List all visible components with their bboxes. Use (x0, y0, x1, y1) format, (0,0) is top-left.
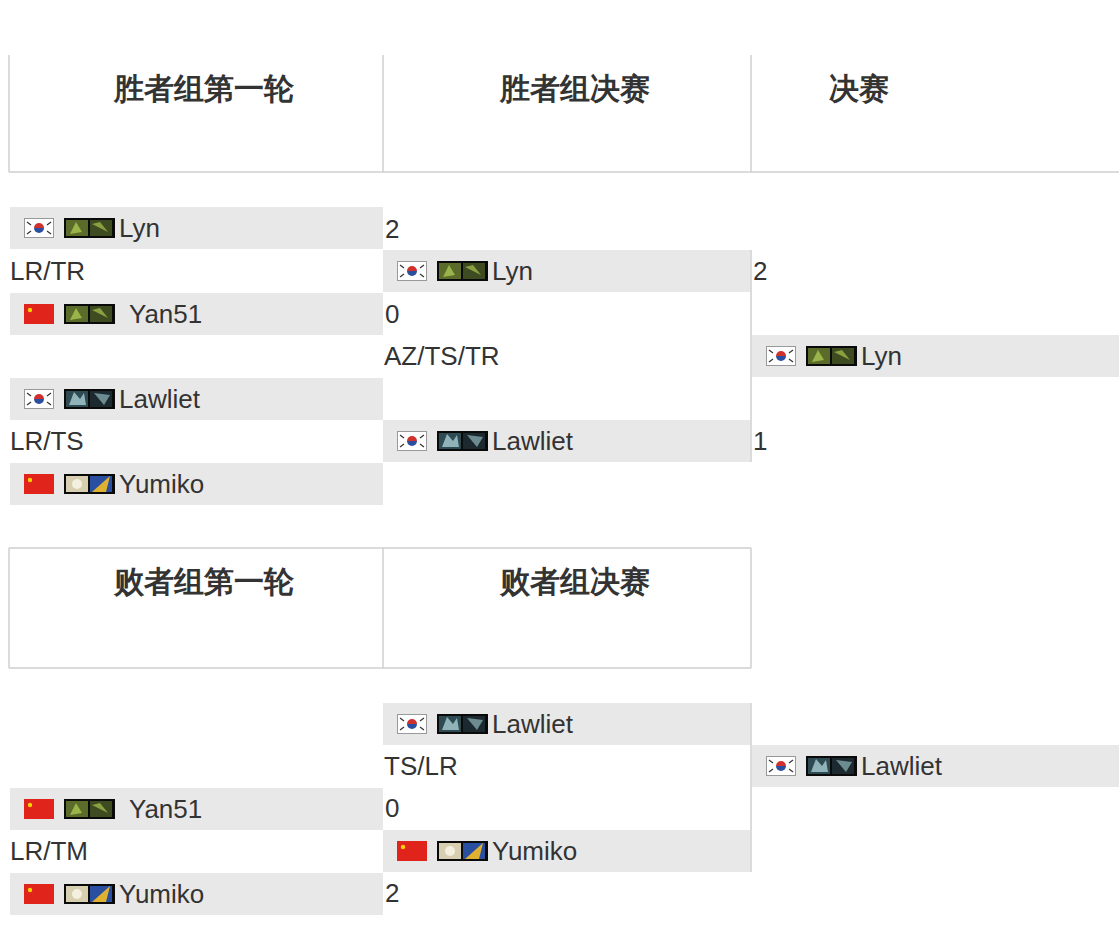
round-header: 胜者组决赛 (383, 55, 767, 172)
round-header: 败者组决赛 (383, 548, 767, 668)
china-flag (24, 304, 54, 324)
player-slot: Lyn (10, 207, 383, 249)
score: 0 (385, 301, 399, 327)
china-flag (397, 841, 427, 861)
china-flag (24, 799, 54, 819)
player-name: Yan51 (129, 794, 202, 825)
player-slot: Yan51 (10, 293, 383, 335)
player-slot: Yumiko (383, 830, 750, 872)
china-flag (24, 884, 54, 904)
race-icon (437, 714, 488, 734)
player-name: Lyn (492, 256, 533, 287)
score: 1 (753, 428, 767, 454)
player-name: Yumiko (119, 469, 204, 500)
race-icon (64, 799, 115, 819)
round-title: 胜者组决赛 (383, 69, 767, 110)
korea-flag (24, 218, 54, 238)
race-icon (437, 841, 488, 861)
score: 0 (385, 795, 399, 821)
map-list: TS/LR (384, 753, 458, 779)
race-icon (64, 389, 115, 409)
korea-flag (766, 756, 796, 776)
map-list: LR/TS (10, 428, 84, 454)
player-name: Yumiko (119, 879, 204, 910)
player-slot: Yumiko (10, 463, 383, 505)
round-header: 胜者组第一轮 (9, 55, 399, 172)
round-header: 败者组第一轮 (9, 548, 399, 668)
korea-flag (766, 346, 796, 366)
player-slot: Lyn (383, 250, 750, 292)
round-title: 败者组决赛 (383, 562, 767, 603)
score: 2 (385, 880, 399, 906)
china-flag (24, 474, 54, 494)
round-title: 败者组第一轮 (9, 562, 399, 603)
player-slot: Lawliet (383, 703, 750, 745)
map-list: LR/TM (10, 838, 88, 864)
player-name: Lyn (119, 213, 160, 244)
player-name: Lawliet (119, 384, 200, 415)
player-name: Lawliet (492, 709, 573, 740)
player-slot: Lawliet (10, 378, 383, 420)
race-icon (64, 218, 115, 238)
korea-flag (397, 714, 427, 734)
score: 2 (385, 216, 399, 242)
race-icon (437, 261, 488, 281)
race-icon (806, 346, 857, 366)
race-icon (64, 304, 115, 324)
player-name: Lyn (861, 341, 902, 372)
race-icon (64, 474, 115, 494)
korea-flag (397, 261, 427, 281)
player-slot: Lyn (752, 335, 1119, 377)
map-list: AZ/TS/TR (384, 343, 500, 369)
player-slot: Yumiko (10, 873, 383, 915)
player-name: Lawliet (861, 751, 942, 782)
player-slot: Lawliet (752, 745, 1119, 787)
round-title: 决赛 (751, 69, 967, 110)
player-name: Yumiko (492, 836, 577, 867)
korea-flag (397, 431, 427, 451)
player-slot: Lawliet (383, 420, 750, 462)
score: 2 (753, 258, 767, 284)
round-title: 胜者组第一轮 (9, 69, 399, 110)
race-icon (806, 756, 857, 776)
korea-flag (24, 389, 54, 409)
round-header: 决赛 (751, 55, 967, 172)
race-icon (64, 884, 115, 904)
player-slot: Yan51 (10, 788, 383, 830)
race-icon (437, 431, 488, 451)
player-name: Yan51 (129, 299, 202, 330)
player-name: Lawliet (492, 426, 573, 457)
map-list: LR/TR (10, 258, 85, 284)
